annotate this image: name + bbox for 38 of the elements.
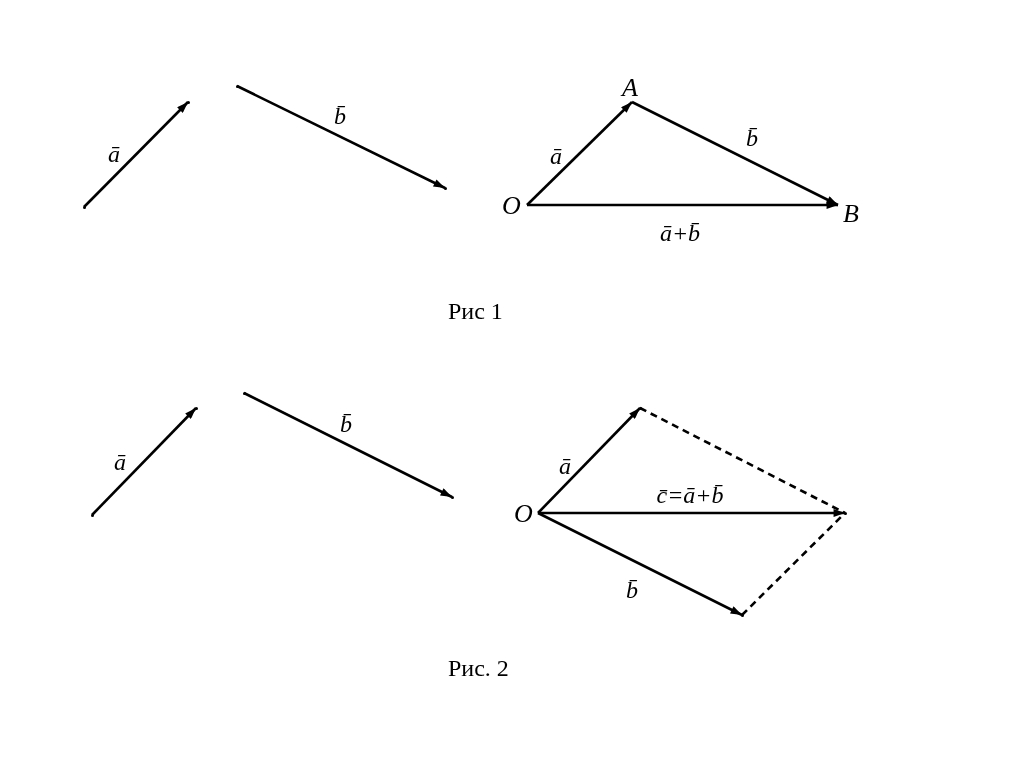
vector-label: ā: [559, 453, 571, 479]
vector-arrow: [243, 391, 453, 499]
vector-end-point: [90, 513, 94, 517]
vector-end-point: [242, 391, 246, 395]
vector-label: b̄: [626, 577, 638, 603]
figure-caption: Рис 1: [448, 298, 503, 324]
point-label: B: [843, 200, 859, 228]
vector-arrow: [236, 84, 446, 190]
vector-arrow: [631, 100, 839, 207]
vector-end-point: [638, 406, 642, 410]
vector-label: ā+b̄: [659, 220, 701, 246]
vector-arrow: [538, 509, 845, 517]
vector-end-point: [235, 84, 239, 88]
vector-label: ā: [108, 141, 120, 167]
vector-label: b̄: [746, 125, 758, 151]
vector-end-point: [843, 511, 847, 515]
vector-end-point: [186, 100, 190, 104]
vector-arrow: [527, 201, 838, 209]
vector-end-point: [82, 205, 86, 209]
vector-label: c̄=ā+b̄: [656, 482, 724, 508]
vector-arrow: [91, 407, 197, 516]
vector-end-point: [740, 613, 744, 617]
point-label: A: [622, 74, 638, 102]
vector-end-point: [450, 495, 454, 499]
dashed-line: [639, 406, 846, 515]
point-label: O: [514, 500, 533, 528]
vector-label: b̄: [334, 103, 346, 129]
point-label: O: [502, 192, 521, 220]
vector-arrow: [83, 101, 189, 208]
vector-label: ā: [114, 449, 126, 475]
vector-arrow: [537, 511, 743, 617]
vector-label: ā: [550, 143, 562, 169]
vector-end-point: [443, 186, 447, 190]
vector-end-point: [194, 406, 198, 410]
vector-label: b̄: [340, 411, 352, 437]
vector-arrow: [526, 101, 633, 206]
vector-arrow: [537, 407, 641, 514]
figure-caption: Рис. 2: [448, 655, 509, 681]
